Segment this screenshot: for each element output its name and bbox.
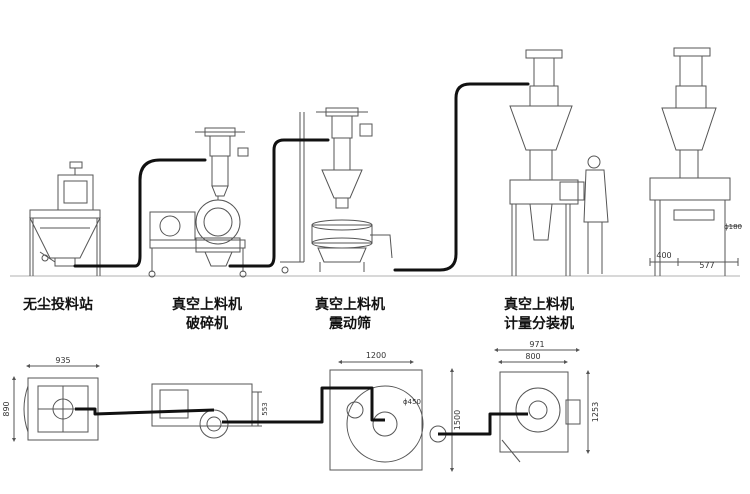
label-packing-line2: 计量分装机 — [504, 316, 574, 332]
dim-400: 400 — [656, 251, 671, 260]
dim-1200: 1200 — [366, 351, 386, 360]
label-sieve-station: 真空上料机 震动筛 — [305, 296, 395, 334]
sieve-plan — [329, 360, 454, 472]
dim-1500: 1500 — [453, 410, 462, 430]
dim-450: ϕ450 — [403, 398, 421, 406]
dim-800: 800 — [525, 352, 540, 361]
dim-577: 577 — [699, 261, 714, 270]
feeding-station-drawing — [29, 161, 101, 276]
crusher-plan — [151, 383, 262, 439]
packing-machine-side-view — [649, 47, 742, 276]
dim-890: 890 — [2, 401, 11, 416]
label-feeding-station-text: 无尘投料站 — [23, 297, 93, 313]
label-packing-line1: 真空上料机 — [504, 297, 574, 313]
crusher-drawing — [148, 127, 249, 278]
label-sieve-line2: 震动筛 — [329, 316, 371, 332]
feeding-station-plan — [12, 364, 100, 442]
sieve-drawing — [280, 107, 393, 274]
packing-machine-drawing — [509, 49, 609, 276]
conveying-pipes-top — [73, 82, 530, 272]
label-feeding-station: 无尘投料站 — [18, 296, 98, 315]
dim-935: 935 — [55, 356, 70, 365]
label-packing-station: 真空上料机 计量分装机 — [494, 296, 584, 334]
dim-971: 971 — [529, 340, 544, 349]
dim-553: 553 — [261, 402, 269, 415]
label-crusher-line2: 破碎机 — [186, 316, 228, 332]
label-crusher-station: 真空上料机 破碎机 — [162, 296, 252, 334]
label-sieve-line1: 真空上料机 — [315, 297, 385, 313]
label-crusher-line1: 真空上料机 — [172, 297, 242, 313]
dim-180: ϕ180 — [724, 223, 742, 231]
conveying-pipes-bottom — [75, 386, 528, 436]
dim-1253: 1253 — [591, 402, 600, 422]
packing-machine-plan — [494, 348, 590, 463]
